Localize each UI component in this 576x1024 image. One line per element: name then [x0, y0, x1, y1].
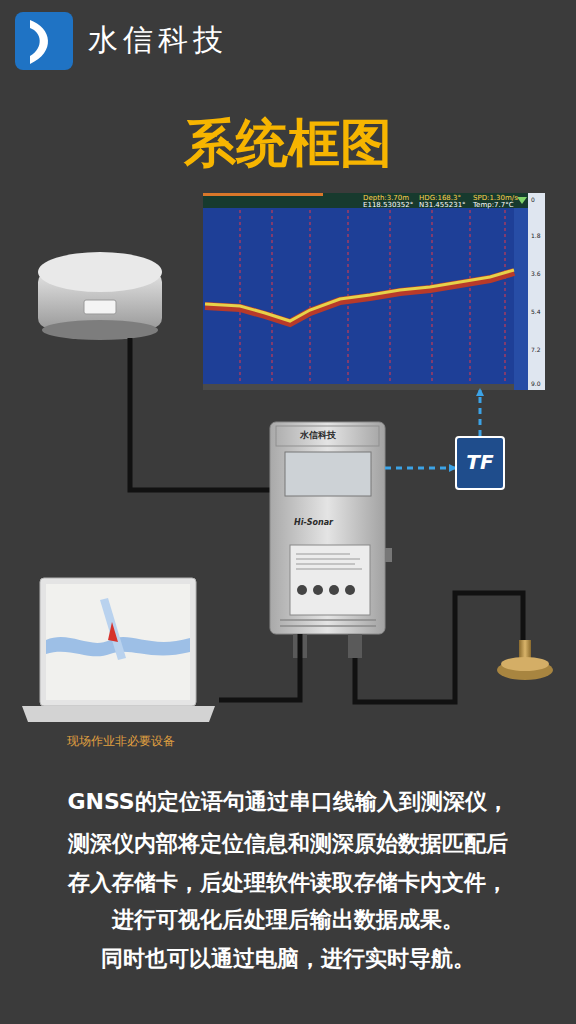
echo-sounder-box: 水信科技 Hi-Sonar: [270, 422, 385, 634]
card-label: TF: [457, 450, 503, 474]
transducer-top: [501, 657, 549, 671]
depth-tick: 9.0: [531, 380, 541, 387]
echogram-screen-box: Depth:3.70mHDG:168.3°SPD:1.30m/sE118.530…: [203, 193, 545, 390]
logo-icon: [15, 12, 73, 70]
depth-tick: 0: [531, 196, 535, 203]
laptop-lid: [40, 578, 196, 706]
description-line: 存入存储卡，后处理软件读取存储卡内文件，: [0, 870, 576, 896]
depth-tick: 1.8: [531, 232, 541, 239]
sounder-cap: [276, 426, 379, 446]
data-flow-arrow: [385, 467, 455, 470]
panel-buttons: [297, 585, 355, 595]
description-line: 进行可视化后处理后输出数据成果。: [0, 907, 576, 933]
brand-plate: 水信科技: [300, 430, 336, 441]
screen-marker: [517, 197, 527, 204]
plug: [348, 634, 362, 658]
panel-lines: [296, 554, 362, 569]
transducer: [497, 640, 553, 680]
bottom-echo: [205, 270, 514, 321]
laptop-base: [22, 706, 215, 722]
usb-cable: [219, 634, 300, 700]
gnss-plate: [84, 300, 116, 314]
easting-readout: E118.530352°: [363, 201, 413, 209]
gnss-receiver: [38, 252, 162, 340]
description-line: GNSS的定位语句通过串口线输入到测深仪，: [0, 789, 576, 815]
logo-text: 水信科技: [88, 22, 228, 58]
gnss-dome: [38, 252, 162, 292]
model-name: Hi-Sonar: [294, 518, 333, 528]
description-line: 测深仪内部将定位信息和测深原始数据匹配后: [0, 831, 576, 857]
quick-start-panel: [290, 545, 370, 615]
screen-panel: [203, 193, 545, 390]
temperature-readout: Temp:7.7°C: [473, 201, 514, 209]
side-knob: [385, 548, 392, 562]
laptop-box: 现场作业非必要设备: [22, 578, 219, 754]
data-flow-arrow: [479, 390, 482, 436]
tf-card: TF: [455, 436, 505, 490]
map-channel: [100, 598, 126, 660]
northing-readout: N31.455231°: [419, 201, 466, 209]
depth-tick: 7.2: [531, 346, 541, 353]
depth-tick: 5.4: [531, 308, 541, 315]
gnss-base: [42, 320, 158, 340]
description-line: 同时也可以通过电脑，进行实时导航。: [0, 946, 576, 972]
screen-stripe: [203, 193, 323, 196]
echogram-screen: [203, 193, 545, 390]
sounder-housing: [270, 422, 385, 634]
sounder-display: [285, 452, 371, 496]
laptop-caption: 现场作业非必要设备: [22, 734, 219, 748]
screen-scale: [528, 193, 545, 390]
screen-gain: [514, 208, 528, 390]
echo-sounder: [270, 422, 392, 658]
transducer-cable: [355, 593, 523, 702]
vessel-marker: [108, 622, 118, 642]
laptop: [22, 578, 215, 722]
housing-grooves: [280, 620, 376, 626]
logo-mark: [30, 20, 48, 64]
diagram-title: 系统框图: [0, 112, 576, 174]
depth-tick: 3.6: [531, 270, 541, 277]
laptop-screen: [46, 584, 190, 700]
screen-footer: [203, 384, 514, 390]
